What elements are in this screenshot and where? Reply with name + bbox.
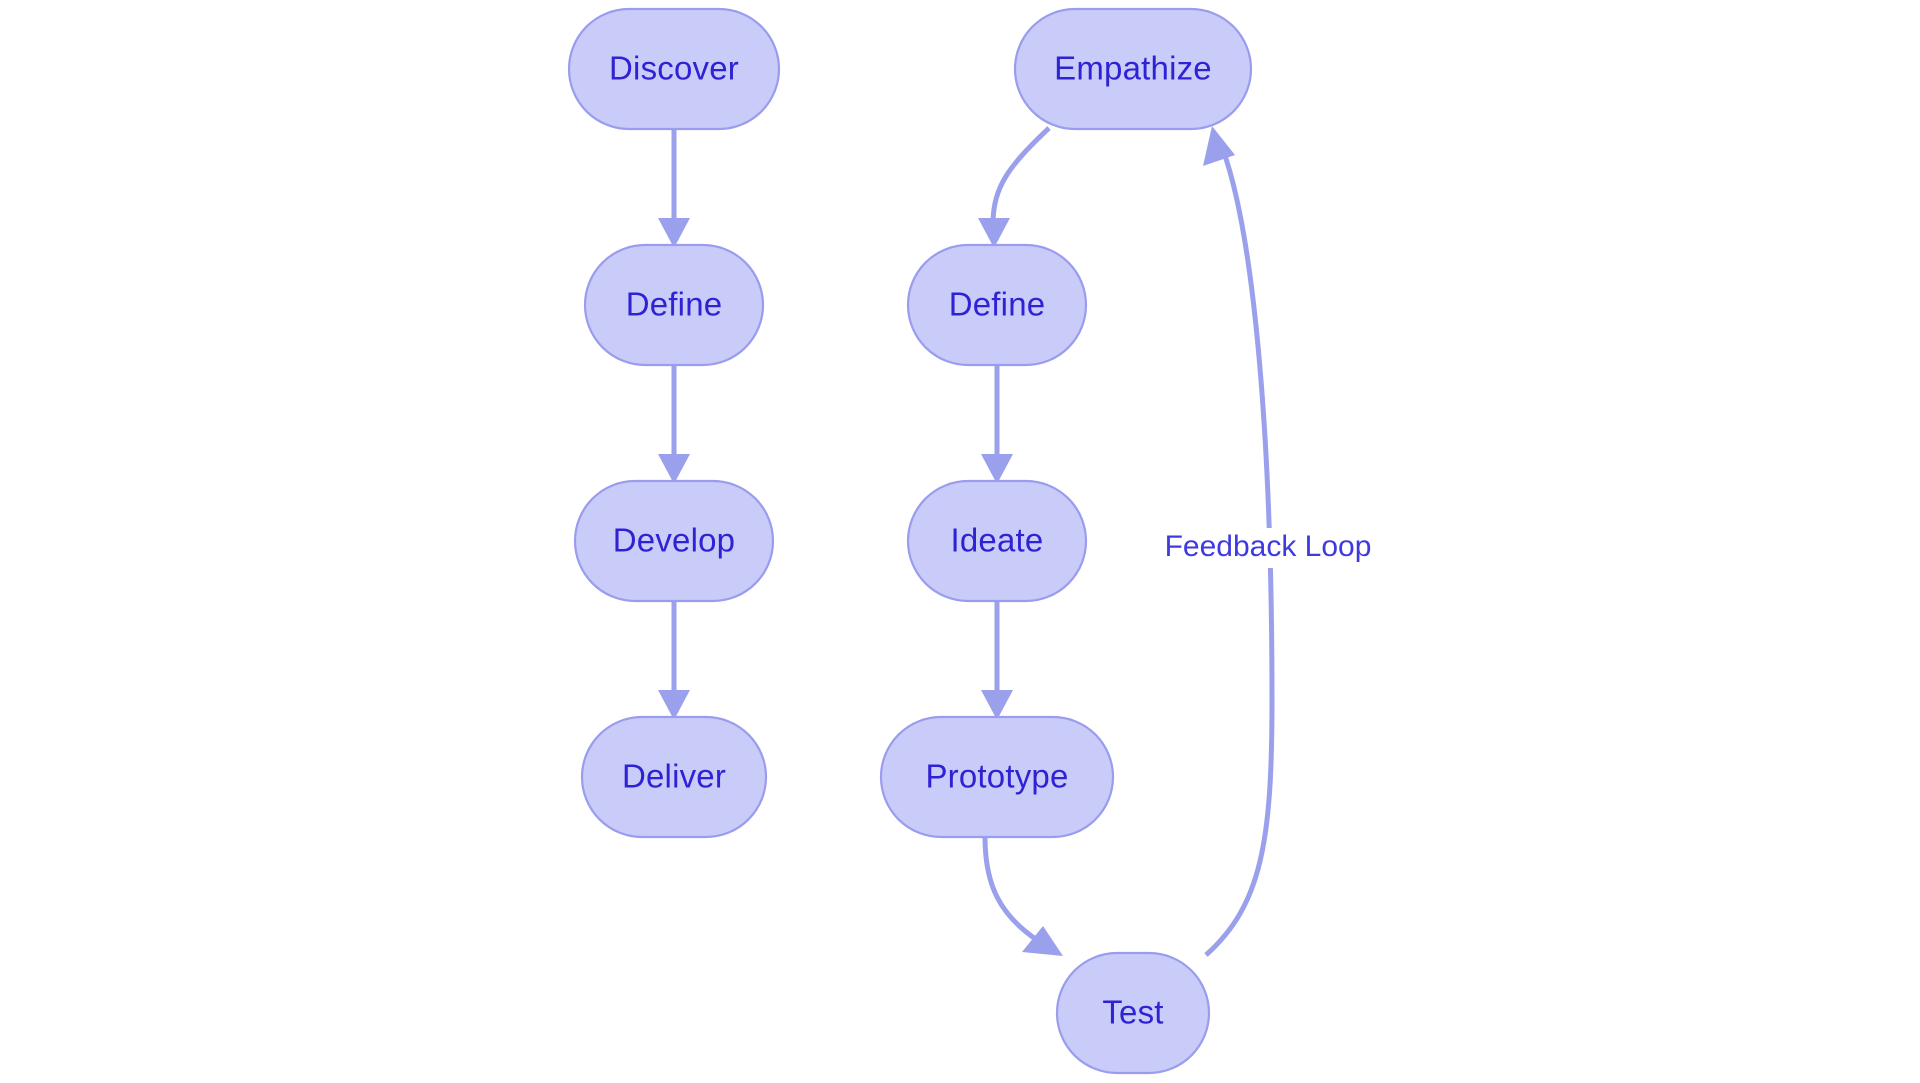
edge-define-to-ideate[interactable] <box>981 365 1013 484</box>
edge-prototype-to-test-path <box>982 836 1039 943</box>
node-deliver-shape <box>580 715 768 839</box>
node-ideate-shape <box>906 479 1088 603</box>
edge-empathize-to-define-arrowhead <box>978 218 1010 248</box>
node-define-left-label: Define <box>626 286 723 323</box>
edge-prototype-to-test[interactable] <box>982 836 1063 956</box>
node-develop[interactable]: Develop <box>573 479 775 603</box>
node-ideate-label: Ideate <box>951 522 1044 559</box>
edge-empathize-to-define-path <box>990 126 1051 225</box>
node-deliver[interactable]: Deliver <box>580 715 768 839</box>
edge-develop-to-deliver-arrowhead <box>658 690 690 720</box>
edge-define-to-develop-arrowhead <box>658 454 690 484</box>
edge-empathize-to-define[interactable] <box>978 126 1051 248</box>
edge-feedback-loop-arrowhead <box>1203 126 1235 166</box>
edge-define-to-ideate-arrowhead <box>981 454 1013 484</box>
edge-labels-layer: Feedback Loop <box>1160 528 1376 568</box>
node-develop-shape <box>573 479 775 603</box>
edge-ideate-to-prototype-arrowhead <box>981 690 1013 720</box>
edge-develop-to-deliver[interactable] <box>658 601 690 720</box>
feedback-loop-label: Feedback Loop <box>1165 530 1372 563</box>
edge-define-to-develop[interactable] <box>658 365 690 484</box>
nodes-layer: Discover Define Develop Deliver Empathiz… <box>567 7 1253 1075</box>
node-define-right[interactable]: Define <box>906 243 1088 367</box>
node-discover-shape <box>567 7 781 131</box>
node-define-left[interactable]: Define <box>583 243 765 367</box>
edge-discover-to-define[interactable] <box>658 129 690 248</box>
edge-discover-to-define-arrowhead <box>658 218 690 248</box>
edge-prototype-to-test-arrowhead <box>1022 926 1063 956</box>
node-develop-label: Develop <box>613 522 735 559</box>
node-test-label: Test <box>1102 994 1163 1031</box>
node-prototype[interactable]: Prototype <box>879 715 1115 839</box>
node-discover[interactable]: Discover <box>567 7 781 131</box>
node-empathize[interactable]: Empathize <box>1013 7 1253 131</box>
node-define-left-shape <box>583 243 765 367</box>
node-discover-label: Discover <box>609 50 739 87</box>
node-define-right-shape <box>906 243 1088 367</box>
node-ideate[interactable]: Ideate <box>906 479 1088 603</box>
edges-layer <box>658 126 1275 957</box>
node-prototype-shape <box>879 715 1115 839</box>
feedback-loop-label-background <box>1160 528 1376 568</box>
edge-test-to-empathize-feedback-loop[interactable] <box>1203 126 1275 957</box>
node-empathize-label: Empathize <box>1054 50 1212 87</box>
node-test[interactable]: Test <box>1055 951 1211 1075</box>
node-prototype-label: Prototype <box>925 758 1068 795</box>
node-empathize-shape <box>1013 7 1253 131</box>
edge-feedback-loop-path <box>1204 149 1275 957</box>
node-define-right-label: Define <box>949 286 1046 323</box>
node-test-shape <box>1055 951 1211 1075</box>
node-deliver-label: Deliver <box>622 758 726 795</box>
edge-ideate-to-prototype[interactable] <box>981 601 1013 720</box>
